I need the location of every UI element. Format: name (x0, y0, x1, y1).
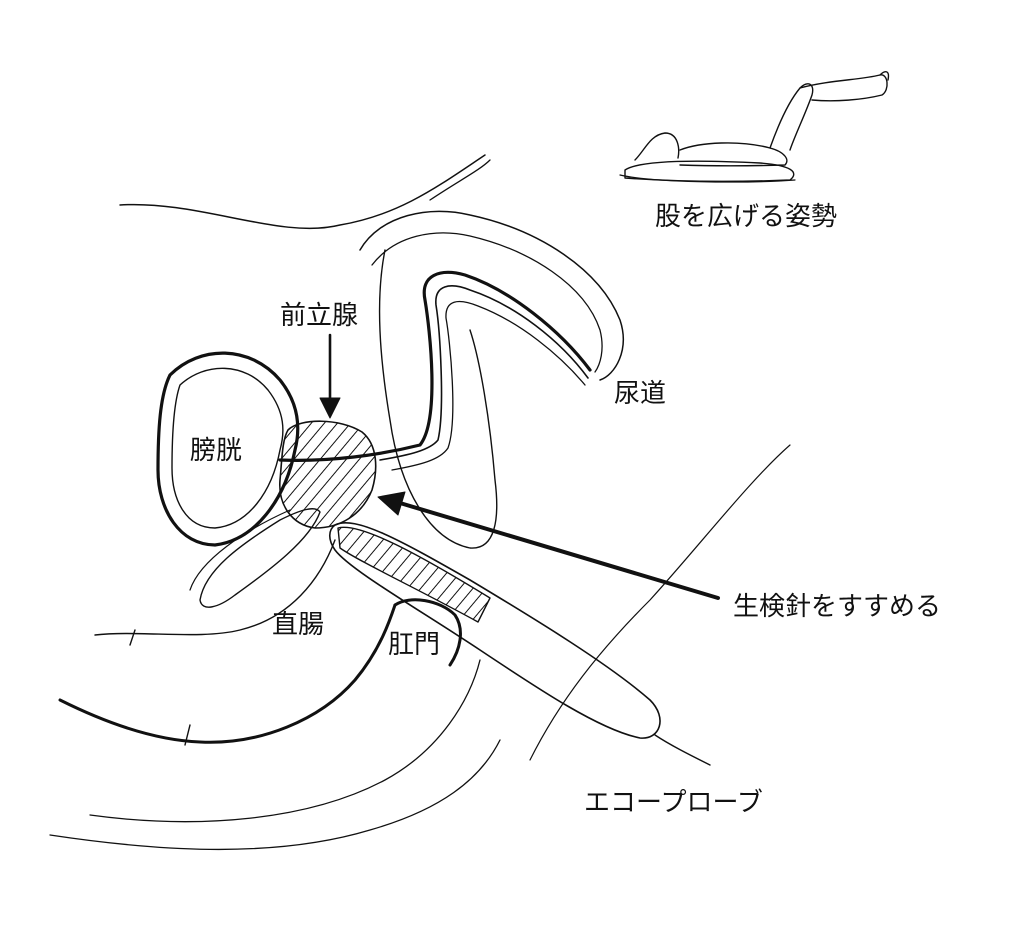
prostate-label: 前立腺 (280, 301, 359, 331)
urethra-label: 尿道 (614, 379, 667, 409)
buttock-curve-2 (89, 659, 481, 823)
buttock-curve-1 (49, 739, 501, 851)
skin-line (529, 444, 791, 761)
urethra-line-2 (379, 285, 589, 461)
echo-probe-body (328, 521, 661, 739)
seminal-vesicle (199, 508, 321, 608)
needle-arrow-head (377, 491, 406, 516)
abdomen-inner-outline (429, 159, 491, 201)
abdomen-outline (119, 154, 486, 230)
rectum-upper (94, 539, 336, 636)
prostate-arrow-head (319, 397, 341, 419)
needle-arrow-shaft (398, 501, 720, 600)
penis-outer (359, 210, 624, 381)
urethra-line (278, 270, 592, 462)
bladder-inner (171, 367, 284, 529)
corpus-lower (378, 249, 498, 549)
prostate-shape (279, 420, 377, 529)
rectum-tick-1 (129, 629, 136, 646)
anus-label: 肛門 (388, 630, 441, 660)
echo-probe-tip (337, 526, 491, 623)
rectum-tick-2 (184, 724, 191, 746)
penis-inner (371, 232, 603, 373)
biopsy-needle-label: 生検針をすすめる (733, 592, 942, 622)
urethra-line-3 (391, 300, 586, 471)
anus-outline (393, 598, 462, 667)
seminal-vesicle-2 (189, 509, 291, 591)
bladder-outline (156, 351, 300, 547)
bladder-label: 膀胱 (190, 436, 243, 466)
echo-probe-cable (654, 734, 711, 766)
rectum-label: 直腸 (272, 610, 325, 640)
posture-sketch (619, 71, 890, 183)
echo-probe-label: エコープローブ (584, 788, 763, 818)
rectum-lower (58, 603, 397, 744)
posture-label: 股を広げる姿勢 (655, 202, 838, 232)
